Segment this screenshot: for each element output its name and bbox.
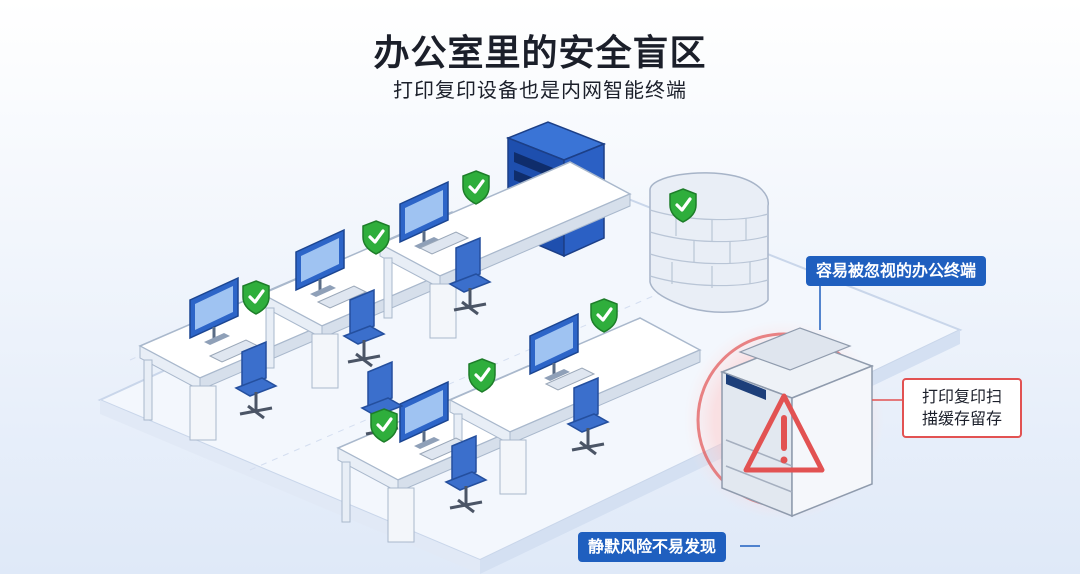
callout-line-2: 描缓存留存 [921,409,1002,428]
multifunction-printer-icon [719,327,875,518]
callout-silent-risk: 静默风险不易发现 [578,532,727,562]
callout-line-1: 打印复印扫 [921,387,1002,406]
firewall-icon [649,172,769,313]
warning-triangle-icon [743,393,825,473]
page-title: 办公室里的安全盲区 [373,33,707,74]
page-subtitle: 打印复印设备也是内网智能终端 [393,78,687,102]
callout-overlooked-terminal: 容易被忽视的办公终端 [806,256,987,286]
callout-scan-cache-storage: 打印复印扫 描缓存留存 [902,378,1022,438]
